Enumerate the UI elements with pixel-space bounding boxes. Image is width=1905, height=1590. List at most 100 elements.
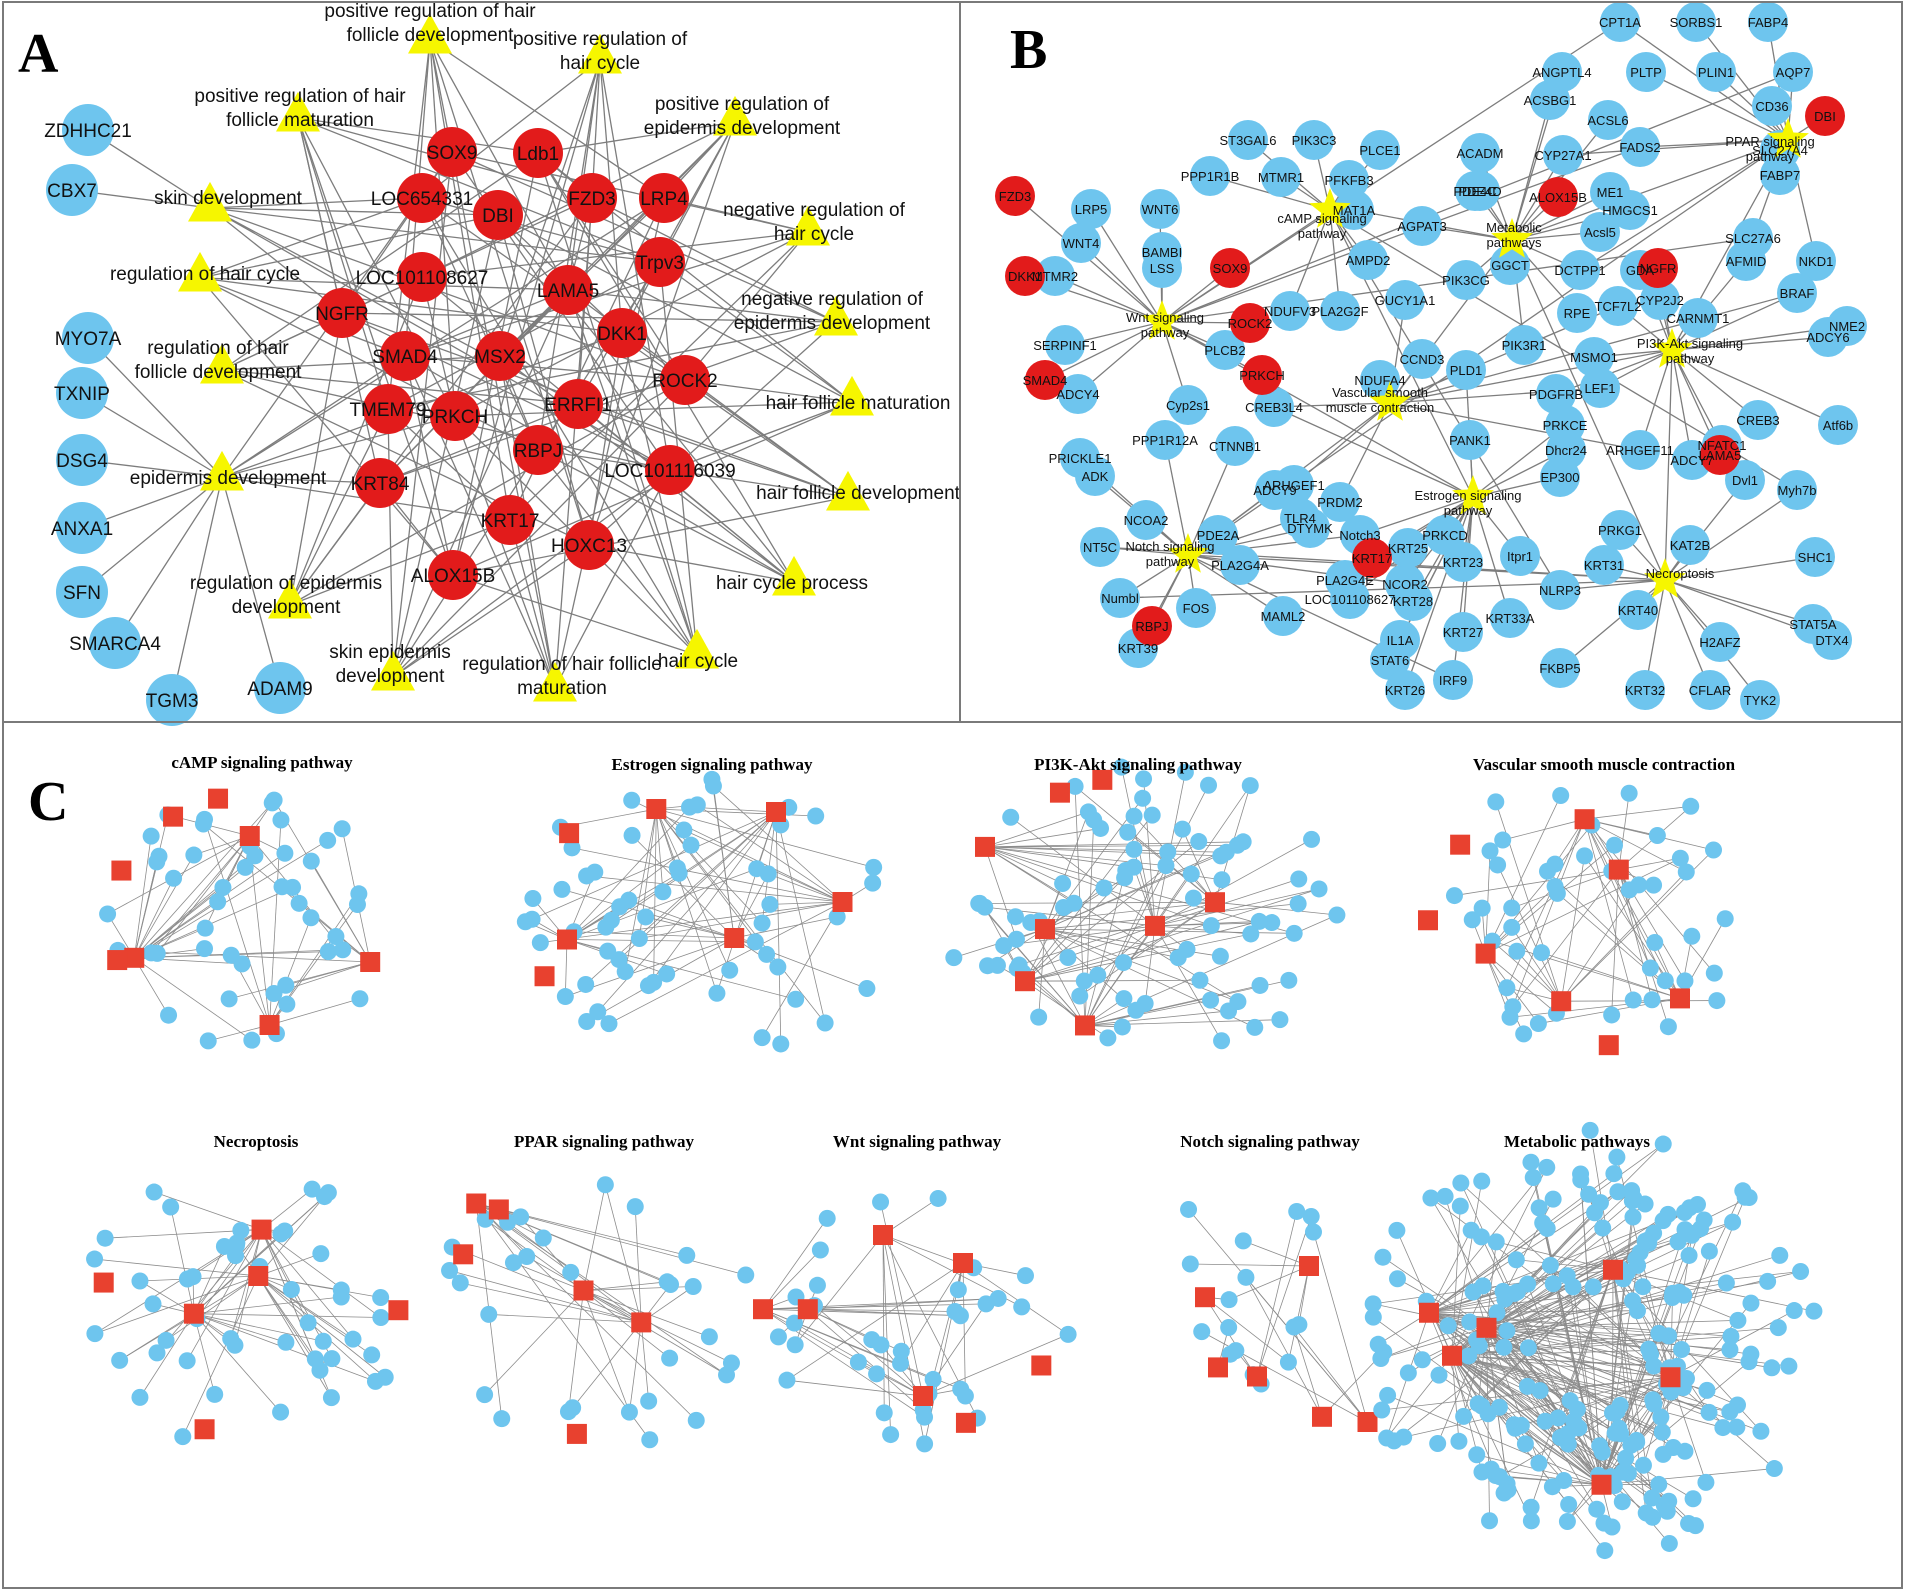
term-label-line: hair follicle maturation bbox=[766, 393, 951, 414]
term-label-line: regulation of hair bbox=[147, 338, 289, 359]
gene-node-plin1 bbox=[1696, 52, 1736, 92]
panel-a-edge bbox=[289, 482, 381, 606]
gene-node-acsl5 bbox=[1580, 212, 1620, 252]
subnet-gene-node bbox=[199, 1032, 217, 1050]
gene-label: PRDM2 bbox=[1317, 495, 1363, 510]
gene-label: PANK1 bbox=[1449, 433, 1491, 448]
subnet-edge bbox=[1486, 1227, 1603, 1329]
subnet-gene-node bbox=[351, 990, 369, 1008]
subnet-gene-node bbox=[111, 1351, 129, 1369]
gene-label: KRT33A bbox=[1486, 611, 1535, 626]
panel-letter-a: A bbox=[18, 23, 59, 85]
gene-node-irf9 bbox=[1433, 660, 1473, 700]
subnet-gene-node bbox=[562, 1263, 580, 1281]
panel-b-edge bbox=[1664, 479, 1746, 581]
target-node-errfi1 bbox=[553, 379, 603, 429]
subnet-edge bbox=[1293, 1326, 1323, 1417]
panel-a-edge bbox=[404, 231, 809, 357]
subnet-gene-node bbox=[1646, 933, 1664, 951]
gene-node-lef1 bbox=[1580, 368, 1620, 408]
gene-label: NLRP3 bbox=[1539, 583, 1581, 598]
gene-label: PLIN1 bbox=[1698, 65, 1734, 80]
gene-label: FKBP5 bbox=[1539, 661, 1580, 676]
subnet-gene-node bbox=[623, 826, 641, 844]
subnet-gene-node bbox=[976, 898, 994, 916]
panel-a-edge bbox=[209, 207, 499, 216]
gene-node-creb3 bbox=[1738, 400, 1778, 440]
subnet-edge bbox=[204, 819, 270, 1026]
subnet-gene-node bbox=[504, 1254, 522, 1272]
subnet-gene-node bbox=[1515, 1025, 1533, 1043]
target-label: TMEM79 bbox=[349, 400, 426, 421]
subnet-edge bbox=[922, 1334, 1069, 1397]
pathway-node-wnt-signaling-pathway bbox=[1141, 300, 1183, 340]
gene-label: KRT39 bbox=[1118, 641, 1158, 656]
subnet-gene-node bbox=[553, 880, 571, 898]
subnet-gene-node bbox=[1184, 889, 1202, 907]
subnet-gene-node bbox=[1234, 1232, 1252, 1250]
subnet-gene-node bbox=[1134, 789, 1152, 807]
subnet-gene-node bbox=[1176, 763, 1194, 781]
subnet-edge bbox=[133, 855, 256, 959]
panel-a-edge bbox=[537, 449, 795, 583]
subnet-gene-node bbox=[620, 1403, 638, 1421]
subnet-gene-node bbox=[678, 1246, 696, 1264]
subnet-edge bbox=[1044, 844, 1238, 930]
subnet-gene-node bbox=[1644, 1391, 1662, 1409]
subnet-hub-node bbox=[1603, 1259, 1623, 1280]
panel-a-edge bbox=[297, 117, 539, 154]
subnet-gene-node bbox=[99, 905, 117, 923]
subnet-gene-node bbox=[319, 831, 337, 849]
gene-node-krt26 bbox=[1385, 670, 1425, 710]
subnet-gene-node bbox=[1439, 1317, 1457, 1335]
subnet-gene-node bbox=[1328, 906, 1346, 924]
gene-label: KRT26 bbox=[1385, 683, 1425, 698]
subnet-edge bbox=[1486, 1319, 1738, 1329]
subnet-gene-node bbox=[1463, 911, 1481, 929]
subnet-hub-node bbox=[766, 802, 786, 822]
subnet-edge bbox=[984, 846, 1063, 884]
pathway-label-line: pathway bbox=[1666, 351, 1715, 366]
gene-label: PRKCD bbox=[1422, 528, 1468, 543]
subnet-gene-node bbox=[451, 1274, 469, 1292]
subnet-gene-node bbox=[278, 995, 296, 1013]
subnet-hub-node bbox=[1551, 991, 1572, 1012]
subnet-necroptosis-edges bbox=[94, 1188, 386, 1437]
subnet-gene-node bbox=[1700, 1242, 1718, 1260]
subnet-gene-node bbox=[206, 1385, 224, 1403]
subnet-gene-node bbox=[761, 895, 779, 913]
gene-node-pik3c3 bbox=[1294, 120, 1334, 160]
panel-a-edge bbox=[452, 401, 853, 576]
gene-node-gucy1a1 bbox=[1385, 280, 1425, 320]
subnet-edge bbox=[156, 1229, 262, 1354]
subnet-gene-node bbox=[1250, 912, 1268, 930]
subnet-edge bbox=[1428, 1230, 1472, 1313]
subnet-gene-node bbox=[1422, 1189, 1440, 1207]
panel-a-edge bbox=[429, 39, 511, 521]
subnet-gene-node bbox=[1059, 949, 1077, 967]
subnet-edge bbox=[193, 1296, 342, 1315]
subnet-edge bbox=[257, 1196, 325, 1277]
gene-label: KRT32 bbox=[1625, 683, 1665, 698]
gene-node-acsl6 bbox=[1588, 100, 1628, 140]
subnet-gene-node bbox=[1603, 1006, 1621, 1024]
subnet-gene-node bbox=[1388, 1270, 1406, 1288]
gene-label: MYO7A bbox=[55, 329, 122, 350]
subnet-gene-node bbox=[1220, 1291, 1238, 1309]
pathway-label-line: Metabolic bbox=[1486, 220, 1542, 235]
subnet-gene-node bbox=[1680, 1246, 1698, 1264]
subnet-gene-node bbox=[1570, 1419, 1588, 1437]
subnet-gene-node bbox=[276, 844, 294, 862]
term-label-line: positive regulation of hair bbox=[324, 1, 536, 22]
subnet-hub-node bbox=[1419, 1302, 1439, 1323]
term-node-hair-follicle-maturation bbox=[830, 375, 874, 416]
subnet-ppar bbox=[441, 1176, 755, 1449]
gene-label: BRAF bbox=[1780, 286, 1815, 301]
subnet-edge bbox=[1584, 819, 1634, 1001]
gene-label: Notch3 bbox=[1339, 528, 1380, 543]
target-node-dbi bbox=[1805, 96, 1845, 136]
pathway-node-ppar-signaling-pathway bbox=[1767, 118, 1809, 158]
panel-b-edge bbox=[1671, 349, 1839, 426]
subnet-edge bbox=[133, 856, 160, 958]
